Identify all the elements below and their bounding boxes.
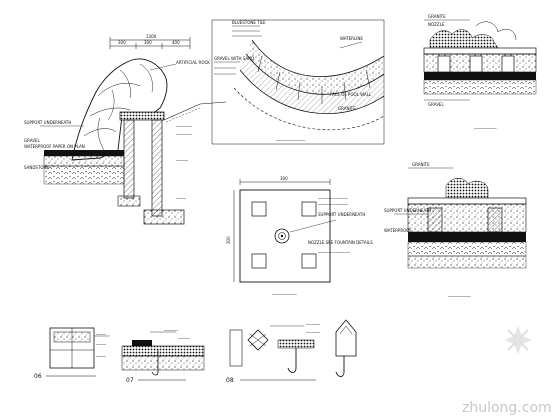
note-nozzle-top: NOZZLE (428, 22, 445, 27)
svg-text:_______________: _______________ (317, 200, 349, 205)
note-waterproof-mid: WATERPROOF (384, 228, 412, 233)
note-gravel-sand: GRAVEL WITH SAND (214, 56, 254, 61)
artificial-rock (71, 58, 168, 161)
svg-text:_____: _____ (95, 330, 107, 335)
svg-text:________: ________ (175, 130, 193, 135)
detail-rock-section: 1300 300 300 400 ARTIFICIAL ROCK SUPPORT… (24, 34, 227, 225)
note-granite-top: GRANITE (428, 14, 446, 19)
note-gravel: GRAVEL (24, 138, 40, 143)
detail-fountain-section-mid: GRANITE SUPPORT UNDERNEATH WATERPROOF __… (384, 162, 527, 298)
curved-band-outer (251, 39, 385, 77)
svg-text:________________: ________________ (317, 248, 351, 253)
watermark-text: zhulong.com (462, 400, 552, 416)
svg-text:_______: _______ (305, 328, 321, 333)
note-bluestone: BLUESTONE TILE (232, 20, 266, 25)
svg-text:______: ______ (177, 334, 191, 339)
note-paper: WATERPROOF PAPER ON PLAN (24, 144, 85, 149)
watermark-logo (504, 326, 532, 354)
dim-d1-c: 400 (172, 40, 180, 45)
wall-capping (119, 111, 165, 121)
retaining-wall (123, 119, 135, 199)
note-pool-wall: FACE OF POOL WALL (330, 92, 372, 97)
dim-d4-top: 300 (280, 176, 288, 181)
svg-text:__________: __________ (447, 293, 471, 298)
detail-nozzle-plan: 300 300 SUPPORT UNDERNEATH NOZZLE SEE FO… (226, 176, 373, 296)
detail-number-07: 07 (126, 377, 134, 384)
svg-text:________: ________ (175, 122, 193, 127)
svg-text:_______________: _______________ (317, 194, 349, 199)
svg-text:_____: _____ (95, 340, 107, 345)
note-granite-mid: GRANITE (412, 162, 430, 167)
detail-number-08: 08 (226, 377, 234, 384)
svg-text:___________: ___________ (271, 291, 298, 296)
detail-07: _______ ______ 07 (121, 326, 205, 384)
svg-text:__________: __________ (473, 125, 497, 130)
anchor-bracket (335, 319, 357, 357)
dim-d4-side: 300 (226, 236, 231, 244)
note-support-mid: SUPPORT UNDERNEATH (384, 208, 431, 213)
note-support-d4: SUPPORT UNDERNEATH (318, 212, 365, 217)
detail-06: _____ _____ _____ 06 (34, 327, 110, 380)
svg-text:_____: _____ (95, 352, 107, 357)
detail-08: _______ _______ 08 (226, 319, 357, 384)
svg-text:______: ______ (175, 156, 189, 161)
note-gravel-top: GRAVEL (428, 102, 444, 107)
note-waterline: WATERLINE (340, 36, 363, 41)
fountain-box-left (437, 55, 451, 73)
wall-footing (143, 209, 185, 225)
dim-d1-a: 300 (118, 40, 126, 45)
dim-d1-b: 300 (144, 40, 152, 45)
svg-text:_____________: _____________ (275, 137, 306, 142)
note-granite-edge: GRANITE (338, 106, 356, 111)
note-nozzle-d4: NOZZLE SEE FOUNTAIN DETAILS (308, 240, 373, 245)
note-rock: ARTIFICIAL ROCK (176, 60, 210, 65)
svg-text:_______: _______ (163, 326, 179, 331)
detail-fountain-section-top: GRANITE NOZZLE GRAVEL __________ (423, 14, 537, 130)
detail-number-06: 06 (34, 373, 42, 380)
dim-d1-overall: 1300 (146, 34, 157, 39)
note-support: SUPPORT UNDERNEATH (24, 120, 71, 125)
note-sandstone: SANDSTONE (24, 165, 50, 170)
svg-text:_____: _____ (175, 194, 187, 199)
svg-text:_______: _______ (305, 320, 321, 325)
detail-curved-edge: BLUESTONE TILE GRAVEL WITH SAND WATERLIN… (211, 19, 385, 145)
